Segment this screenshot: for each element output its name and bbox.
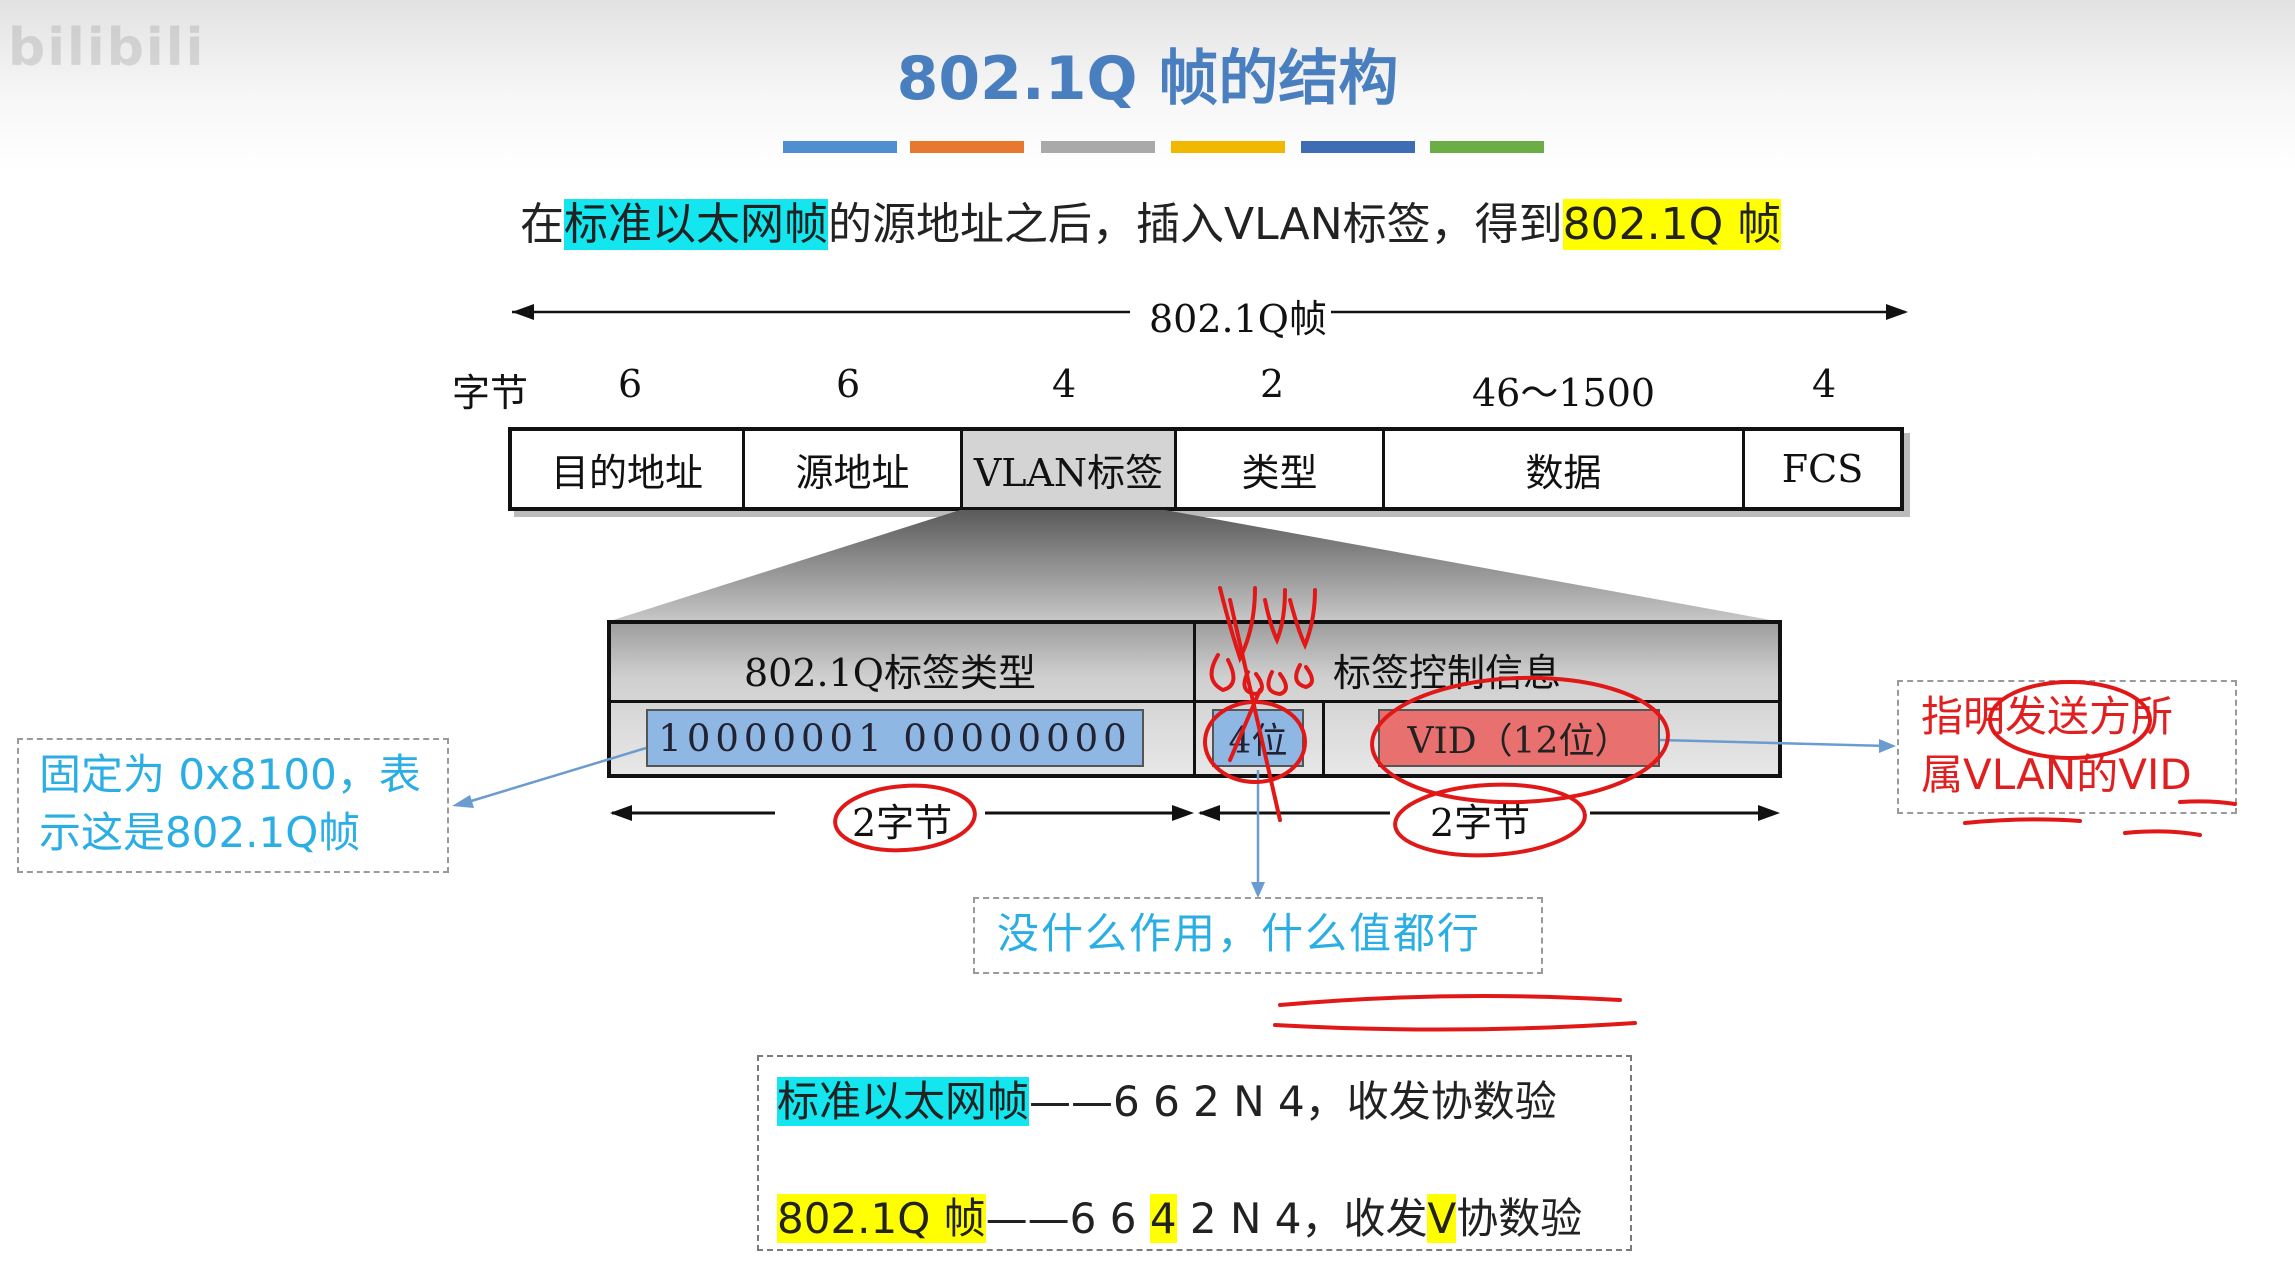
subtitle-highlight-8021q: 802.1Q 帧 (1562, 199, 1782, 250)
title-stripe-3 (1041, 141, 1155, 153)
title-stripe-2 (910, 141, 1024, 153)
subtitle-mid: 的源地址之后，插入VLAN标签，得到 (828, 199, 1563, 250)
title-stripe-4 (1171, 141, 1285, 153)
byte-count-data: 46～1500 (1472, 371, 1656, 415)
tag-control-header: 标签控制信息 (1333, 651, 1562, 695)
summary-8021q-part-a: ——6 6 (985, 1194, 1150, 1243)
tag-4bit-field: 4位 (1212, 709, 1304, 767)
field-type: 类型 (1177, 431, 1385, 507)
summary-standard-rest: ——6 6 2 N 4，收发协数验 (1029, 1077, 1557, 1126)
note-left-line1: 固定为 0x8100，表 (39, 750, 421, 799)
note-left-line2: 示这是802.1Q帧 (39, 808, 361, 857)
title-stripe-5 (1301, 141, 1415, 153)
tag-inner-divider (1322, 702, 1325, 774)
field-vlan-tag: VLAN标签 (963, 431, 1177, 507)
summary-8021q-highlight-4: 4 (1149, 1194, 1177, 1243)
frame-fields: 目的地址 源地址 VLAN标签 类型 数据 FCS (508, 427, 1904, 511)
tag-divider (1193, 620, 1196, 778)
note-middle-text: 没什么作用，什么值都行 (997, 909, 1482, 958)
subtitle: 在标准以太网帧的源地址之后，插入VLAN标签，得到802.1Q 帧 (520, 188, 1782, 252)
watermark: bilibili (8, 18, 206, 78)
summary-line-8021q: 802.1Q 帧——6 6 4 2 N 4，收发V协数验 (777, 1185, 1582, 1246)
field-data: 数据 (1385, 431, 1745, 507)
byte-count-src: 6 (836, 362, 861, 406)
tag-vid-field: VID（12位） (1378, 709, 1660, 767)
note-right-line2: 属VLAN的VID (1921, 750, 2192, 799)
field-fcs: FCS (1745, 431, 1900, 507)
summary-line-standard: 标准以太网帧——6 6 2 N 4，收发协数验 (777, 1068, 1557, 1129)
tag-row-divider (607, 700, 1782, 703)
byte-count-fcs: 4 (1812, 362, 1837, 406)
tag-type-bits: 10000001 00000000 (646, 709, 1144, 767)
title-stripe-6 (1430, 141, 1544, 153)
note-vid-purpose: 指明发送方所 属VLAN的VID (1897, 680, 2237, 814)
summary-8021q-part-e: 协数验 (1456, 1194, 1583, 1243)
subtitle-pre: 在 (520, 199, 564, 250)
note-type-fixed: 固定为 0x8100，表 示这是802.1Q帧 (17, 738, 449, 873)
summary-8021q-part-c: 2 N 4，收发 (1176, 1194, 1428, 1243)
vlan-expansion-wedge (607, 510, 1782, 622)
tag-byte-spans (610, 805, 1780, 821)
frame-span-arrow (512, 304, 1908, 320)
span-right-label: 2字节 (1430, 801, 1531, 845)
span-left-label: 2字节 (852, 801, 953, 845)
title-stripe-1 (783, 141, 897, 153)
byte-count-dest: 6 (618, 362, 643, 406)
field-dest-address: 目的地址 (512, 431, 745, 507)
byte-count-vlan: 4 (1052, 362, 1077, 406)
subtitle-highlight-standard-frame: 标准以太网帧 (564, 199, 828, 250)
summary-8021q-label: 802.1Q 帧 (777, 1194, 986, 1243)
note-any-value: 没什么作用，什么值都行 (973, 897, 1543, 974)
summary-8021q-highlight-v: V (1427, 1194, 1457, 1243)
byte-count-type: 2 (1260, 362, 1285, 406)
summary-box (757, 1055, 1632, 1251)
page-title: 802.1Q 帧的结构 (896, 44, 1399, 114)
frame-span-label: 802.1Q帧 (1145, 288, 1331, 343)
field-src-address: 源地址 (745, 431, 963, 507)
tag-type-header: 802.1Q标签类型 (744, 651, 1036, 695)
bytes-label: 字节 (452, 371, 529, 415)
summary-standard-label: 标准以太网帧 (777, 1077, 1030, 1126)
note-right-line1: 指明发送方所 (1921, 692, 2174, 741)
